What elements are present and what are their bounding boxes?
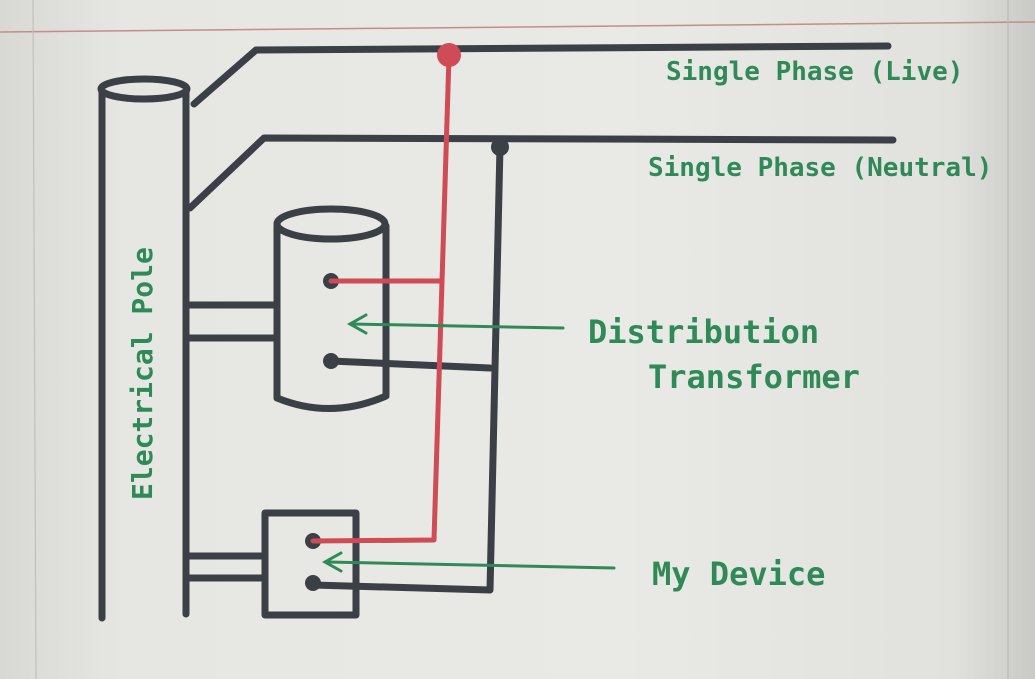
transformer-body [273,222,390,412]
label-live: Single Phase (Live) [666,57,963,87]
device-arrow-line [325,560,616,570]
my-device [261,509,360,619]
transformer-top [273,205,389,243]
label-device: My Device [652,555,825,593]
transformer-arrow-line [350,322,565,330]
transformer-arrowhead [346,313,368,335]
electrical-pole [97,75,191,622]
neutral-line [186,134,897,212]
label-pole: Electrical Pole [126,247,159,500]
paper-margin-line-left [32,0,37,679]
live-junction-dot [437,43,461,67]
device-arrowhead [321,551,343,573]
transformer-neutral-wire [327,357,494,372]
neutral-junction-dot [491,138,509,156]
neutral-drop-wire [309,142,504,594]
device-box [261,509,360,619]
label-neutral: Single Phase (Neutral) [648,153,992,183]
distribution-transformer [273,205,390,412]
label-transformer-line1: Distribution [588,313,819,351]
live-drop-wire [310,53,452,544]
pole-top-ellipse [97,75,191,103]
live-line [190,42,892,108]
paper-margin-line-top [0,21,1035,33]
label-transformer-line2: Transformer [648,358,860,396]
